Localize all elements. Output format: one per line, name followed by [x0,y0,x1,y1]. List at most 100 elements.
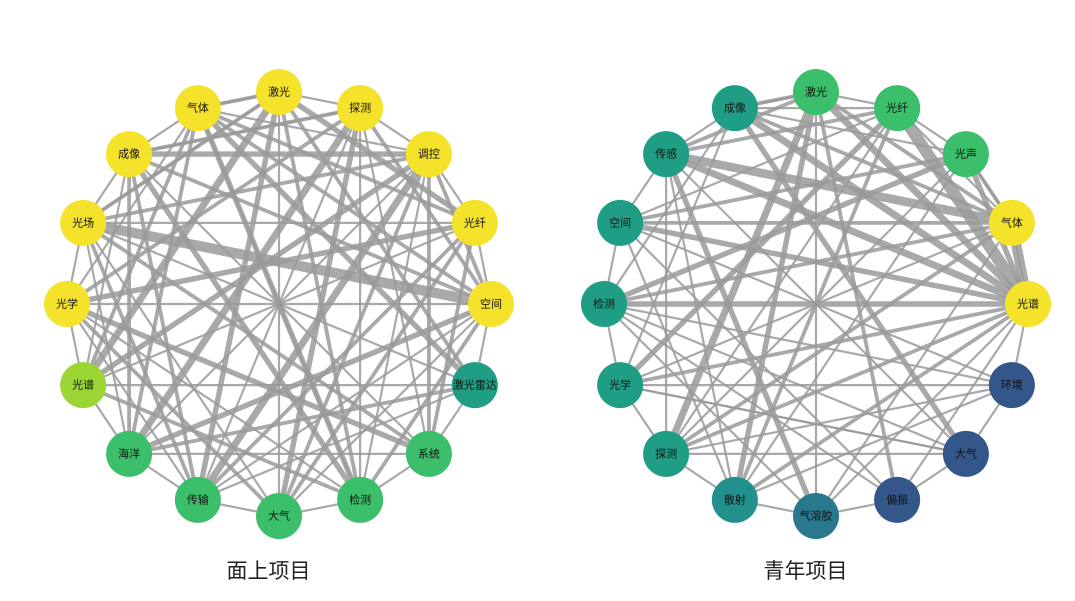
node-label: 探测 [655,447,677,460]
edge-光纤-光学 [64,220,478,307]
node-激光雷达: 激光雷达 [451,362,498,409]
node-circle [874,476,921,523]
edge-layer [64,88,497,519]
node-circle [405,131,452,178]
edge-偏振-检测 [602,302,899,501]
node-circle [174,85,221,132]
edge-传输-光学 [65,302,199,501]
node-label: 大气 [955,446,977,460]
edge-光谱-散射 [732,302,1030,502]
node-circle [597,199,644,246]
node-激光: 激光 [256,69,302,115]
node-气溶胶: 气溶胶 [793,493,839,539]
edge-光场-空间 [78,217,497,310]
node-检测: 检测 [581,281,627,327]
node-circle [643,430,690,477]
node-空间: 空间 [468,281,514,327]
edge-光场-激光 [82,90,281,224]
node-大气: 大气 [942,430,989,477]
node-光谱: 光谱 [60,362,107,409]
edge-光谱-探测 [664,302,1030,456]
node-circle [711,85,758,132]
node-label: 探测 [349,102,371,115]
node-检测: 检测 [337,476,384,523]
edge-传感-气体 [661,149,1017,228]
node-circle [942,131,989,178]
edge-成像-传输 [127,152,200,502]
node-传感: 传感 [643,131,690,178]
node-circle [1005,281,1051,327]
edge-光纤-探测 [664,107,899,456]
edge-光谱-偏振 [896,302,1030,501]
node-label: 散射 [724,492,746,506]
node-label: 激光 [805,85,827,99]
node-circle [106,430,153,477]
edge-调控-传输 [194,150,433,504]
node-label: 调控 [418,147,440,161]
node-label: 系统 [418,447,440,460]
edge-探测-大气 [276,105,363,519]
node-circle [44,281,90,327]
node-label: 光学 [56,297,78,311]
edge-光纤-系统 [427,220,477,456]
node-探测: 探测 [337,85,384,132]
node-label: 光学 [609,378,631,392]
edge-光纤-光谱 [891,102,1034,310]
node-circle [405,430,452,477]
node-circle [597,362,644,409]
node-label: 激光 [268,85,290,99]
node-光学: 光学 [597,362,644,409]
node-label: 成像 [118,148,140,161]
node-label: 传输 [187,492,209,506]
node-label: 气体 [187,101,209,115]
node-circle [60,199,107,246]
edge-成像-探测 [127,107,362,156]
node-circle [451,362,498,409]
node-label: 环境 [1001,378,1023,392]
node-海洋: 海洋 [106,430,153,477]
edge-探测-系统 [359,107,431,456]
edge-检测-光学 [65,302,362,501]
edge-光学-成像 [619,107,736,387]
node-label: 光场 [72,215,94,229]
node-label: 气体 [1001,215,1023,229]
node-气体: 气体 [174,85,221,132]
edge-光纤-传感 [664,106,900,156]
node-circle [451,199,498,246]
edge-空间-光纤 [619,107,899,224]
node-光场: 光场 [60,199,107,246]
node-circle [711,476,758,523]
node-circle [106,131,153,178]
edge-检测-气体 [602,220,1014,306]
edge-layer [601,88,1034,519]
node-circle [337,85,384,132]
edge-海洋-光场 [82,221,131,456]
node-circle [174,476,221,523]
edge-空间-大气 [277,302,493,518]
node-光学: 光学 [44,281,90,327]
node-label: 空间 [609,215,631,229]
node-调控: 调控 [405,131,452,178]
node-空间: 空间 [597,199,644,246]
edge-气体-海洋 [127,106,200,456]
graph-caption-left: 面上项目 [226,559,311,583]
node-label: 光谱 [72,378,94,392]
node-label: 海洋 [118,446,140,460]
node-环境: 环境 [988,362,1035,409]
node-激光: 激光 [793,69,839,115]
edge-成像-光声 [733,107,968,156]
edge-调控-检测 [359,152,431,501]
node-circle [793,493,839,539]
node-探测: 探测 [643,430,690,477]
edge-成像-检测 [126,151,363,503]
node-label: 光纤 [464,215,486,229]
edge-空间-光谱 [617,220,1031,307]
edge-检测-环境 [602,302,1013,387]
network-graph-left: 激光探测调控光纤空间激光雷达系统检测大气传输海洋光谱光学光场成像气体 面上项目 [0,0,537,601]
node-光纤: 光纤 [451,199,498,246]
node-成像: 成像 [106,131,153,178]
